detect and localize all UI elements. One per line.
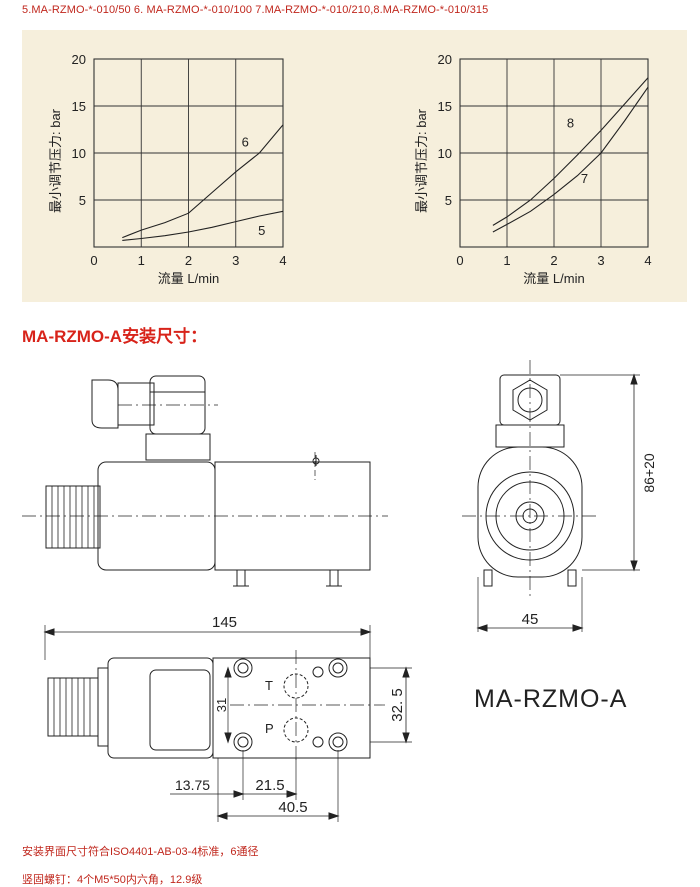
y-tick-label: 15 [72, 99, 86, 114]
x-tick-label: 4 [279, 253, 286, 268]
y-tick-label: 20 [72, 52, 86, 67]
dim-86-20: 86+20 [641, 453, 657, 493]
y-tick-label: 20 [438, 52, 452, 67]
dim-32-5: 32. 5 [389, 688, 406, 721]
interface-note: 安装界面尺寸符合ISO4401-AB-03-4标准，6通径 [22, 846, 259, 858]
dim-40-5: 40.5 [278, 799, 307, 816]
x-tick-label: 1 [138, 253, 145, 268]
y-tick-label: 15 [438, 99, 452, 114]
model-label: MA-RZMO-A [474, 685, 627, 713]
end-view [462, 360, 640, 632]
pressure-flow-chart-right: 0 1 2 3 4 5 10 15 20 流量 L/min 最小调节压力: bar 8 7 [414, 52, 652, 286]
chart-panel [22, 30, 687, 302]
y-tick-label: 5 [445, 193, 452, 208]
dim-13-75: 13.75 [175, 777, 210, 793]
x-tick-label: 0 [90, 253, 97, 268]
x-tick-label: 2 [550, 253, 557, 268]
dim-45: 45 [522, 611, 539, 628]
dim-31: 31 [214, 698, 229, 712]
series-label-8: 8 [567, 116, 574, 131]
series-line-8 [492, 77, 649, 226]
top-view [43, 625, 412, 822]
port-p-label: P [265, 721, 274, 736]
x-tick-label: 3 [232, 253, 239, 268]
section-title: MA-RZMO-A安装尺寸： [22, 327, 208, 346]
chart-caption: 5.MA-RZMO-*-010/50 6. MA-RZMO-*-010/100 … [22, 4, 489, 16]
x-tick-label: 0 [456, 253, 463, 268]
dim-145: 145 [212, 614, 237, 631]
x-tick-label: 2 [185, 253, 192, 268]
x-axis-label: 流量 L/min [523, 271, 584, 286]
y-axis-label: 最小调节压力: bar [414, 108, 429, 213]
series-line-7 [492, 86, 649, 233]
series-label-7: 7 [581, 171, 588, 186]
dim-21-5: 21.5 [255, 777, 284, 794]
series-label-6: 6 [242, 134, 249, 149]
series-line-6 [122, 124, 284, 239]
x-tick-label: 1 [503, 253, 510, 268]
x-axis-label: 流量 L/min [158, 271, 219, 286]
y-tick-label: 10 [72, 146, 86, 161]
x-tick-label: 4 [644, 253, 651, 268]
series-line-5 [122, 210, 284, 241]
port-t-label: T [265, 678, 273, 693]
side-view [22, 375, 388, 587]
x-tick-label: 3 [597, 253, 604, 268]
y-axis-label: 最小调节压力: bar [48, 108, 63, 213]
series-label-5: 5 [258, 223, 265, 238]
y-tick-label: 10 [438, 146, 452, 161]
bolts-note: 竖固螺钉：4个M5*50内六角，12.9级 [22, 874, 203, 886]
y-tick-label: 5 [79, 193, 86, 208]
